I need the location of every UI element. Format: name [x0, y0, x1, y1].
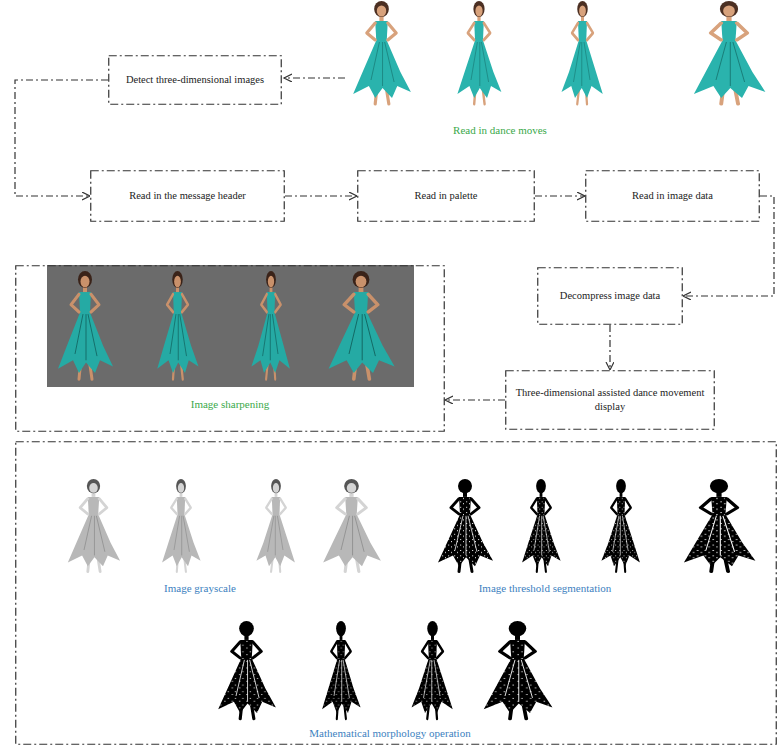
dashdot-border: [505, 370, 715, 430]
border-line: [16, 442, 777, 745]
flow-arrow: [285, 195, 357, 196]
grayscale-figures: [68, 479, 381, 572]
process-box: Read in the message header: [90, 170, 285, 222]
panel-caption: Mathematical morphology operation: [195, 727, 585, 740]
figure-caption: Read in dance moves: [420, 124, 580, 137]
box-label: Read in the message header: [99, 189, 276, 203]
sharpened-figures: [58, 271, 395, 379]
process-box: Three-dimensional assisted dance movemen…: [505, 370, 715, 430]
box-label: Detect three-dimensional images: [117, 73, 273, 87]
process-box: Read in palette: [357, 170, 535, 222]
flow-arrow: [535, 195, 585, 196]
morphology-figures: [218, 621, 552, 719]
threshold-figures: [438, 479, 755, 572]
box-label: Decompress image data: [546, 289, 674, 303]
process-box: Decompress image data: [537, 267, 683, 325]
border-line: [358, 171, 535, 222]
process-box: Detect three-dimensional images: [108, 55, 282, 105]
border-line: [538, 268, 683, 325]
border-line: [109, 56, 282, 105]
dancer-figures: [353, 1, 765, 104]
dashdot-border: [15, 441, 777, 745]
box-label: Three-dimensional assisted dance movemen…: [514, 386, 706, 413]
border-line: [506, 371, 715, 430]
process-box: Read in image data: [585, 170, 760, 222]
image-panel: Image grayscale Image threshold segmentat…: [15, 441, 777, 745]
panel-caption: Image sharpening: [15, 398, 445, 411]
flow-arrow: [445, 399, 505, 400]
input-arrow: [284, 77, 345, 78]
sharpened-image-ground: [47, 265, 414, 387]
border-line: [586, 171, 760, 222]
panel-caption: Image grayscale: [35, 582, 365, 595]
border-line: [91, 171, 285, 222]
border-line: [16, 266, 445, 432]
panel-caption: Image threshold segmentation: [380, 582, 710, 595]
box-label: Read in image data: [594, 189, 751, 203]
flow-arrow: [609, 325, 610, 370]
box-label: Read in palette: [366, 189, 526, 203]
image-panel: Image sharpening: [15, 265, 445, 432]
